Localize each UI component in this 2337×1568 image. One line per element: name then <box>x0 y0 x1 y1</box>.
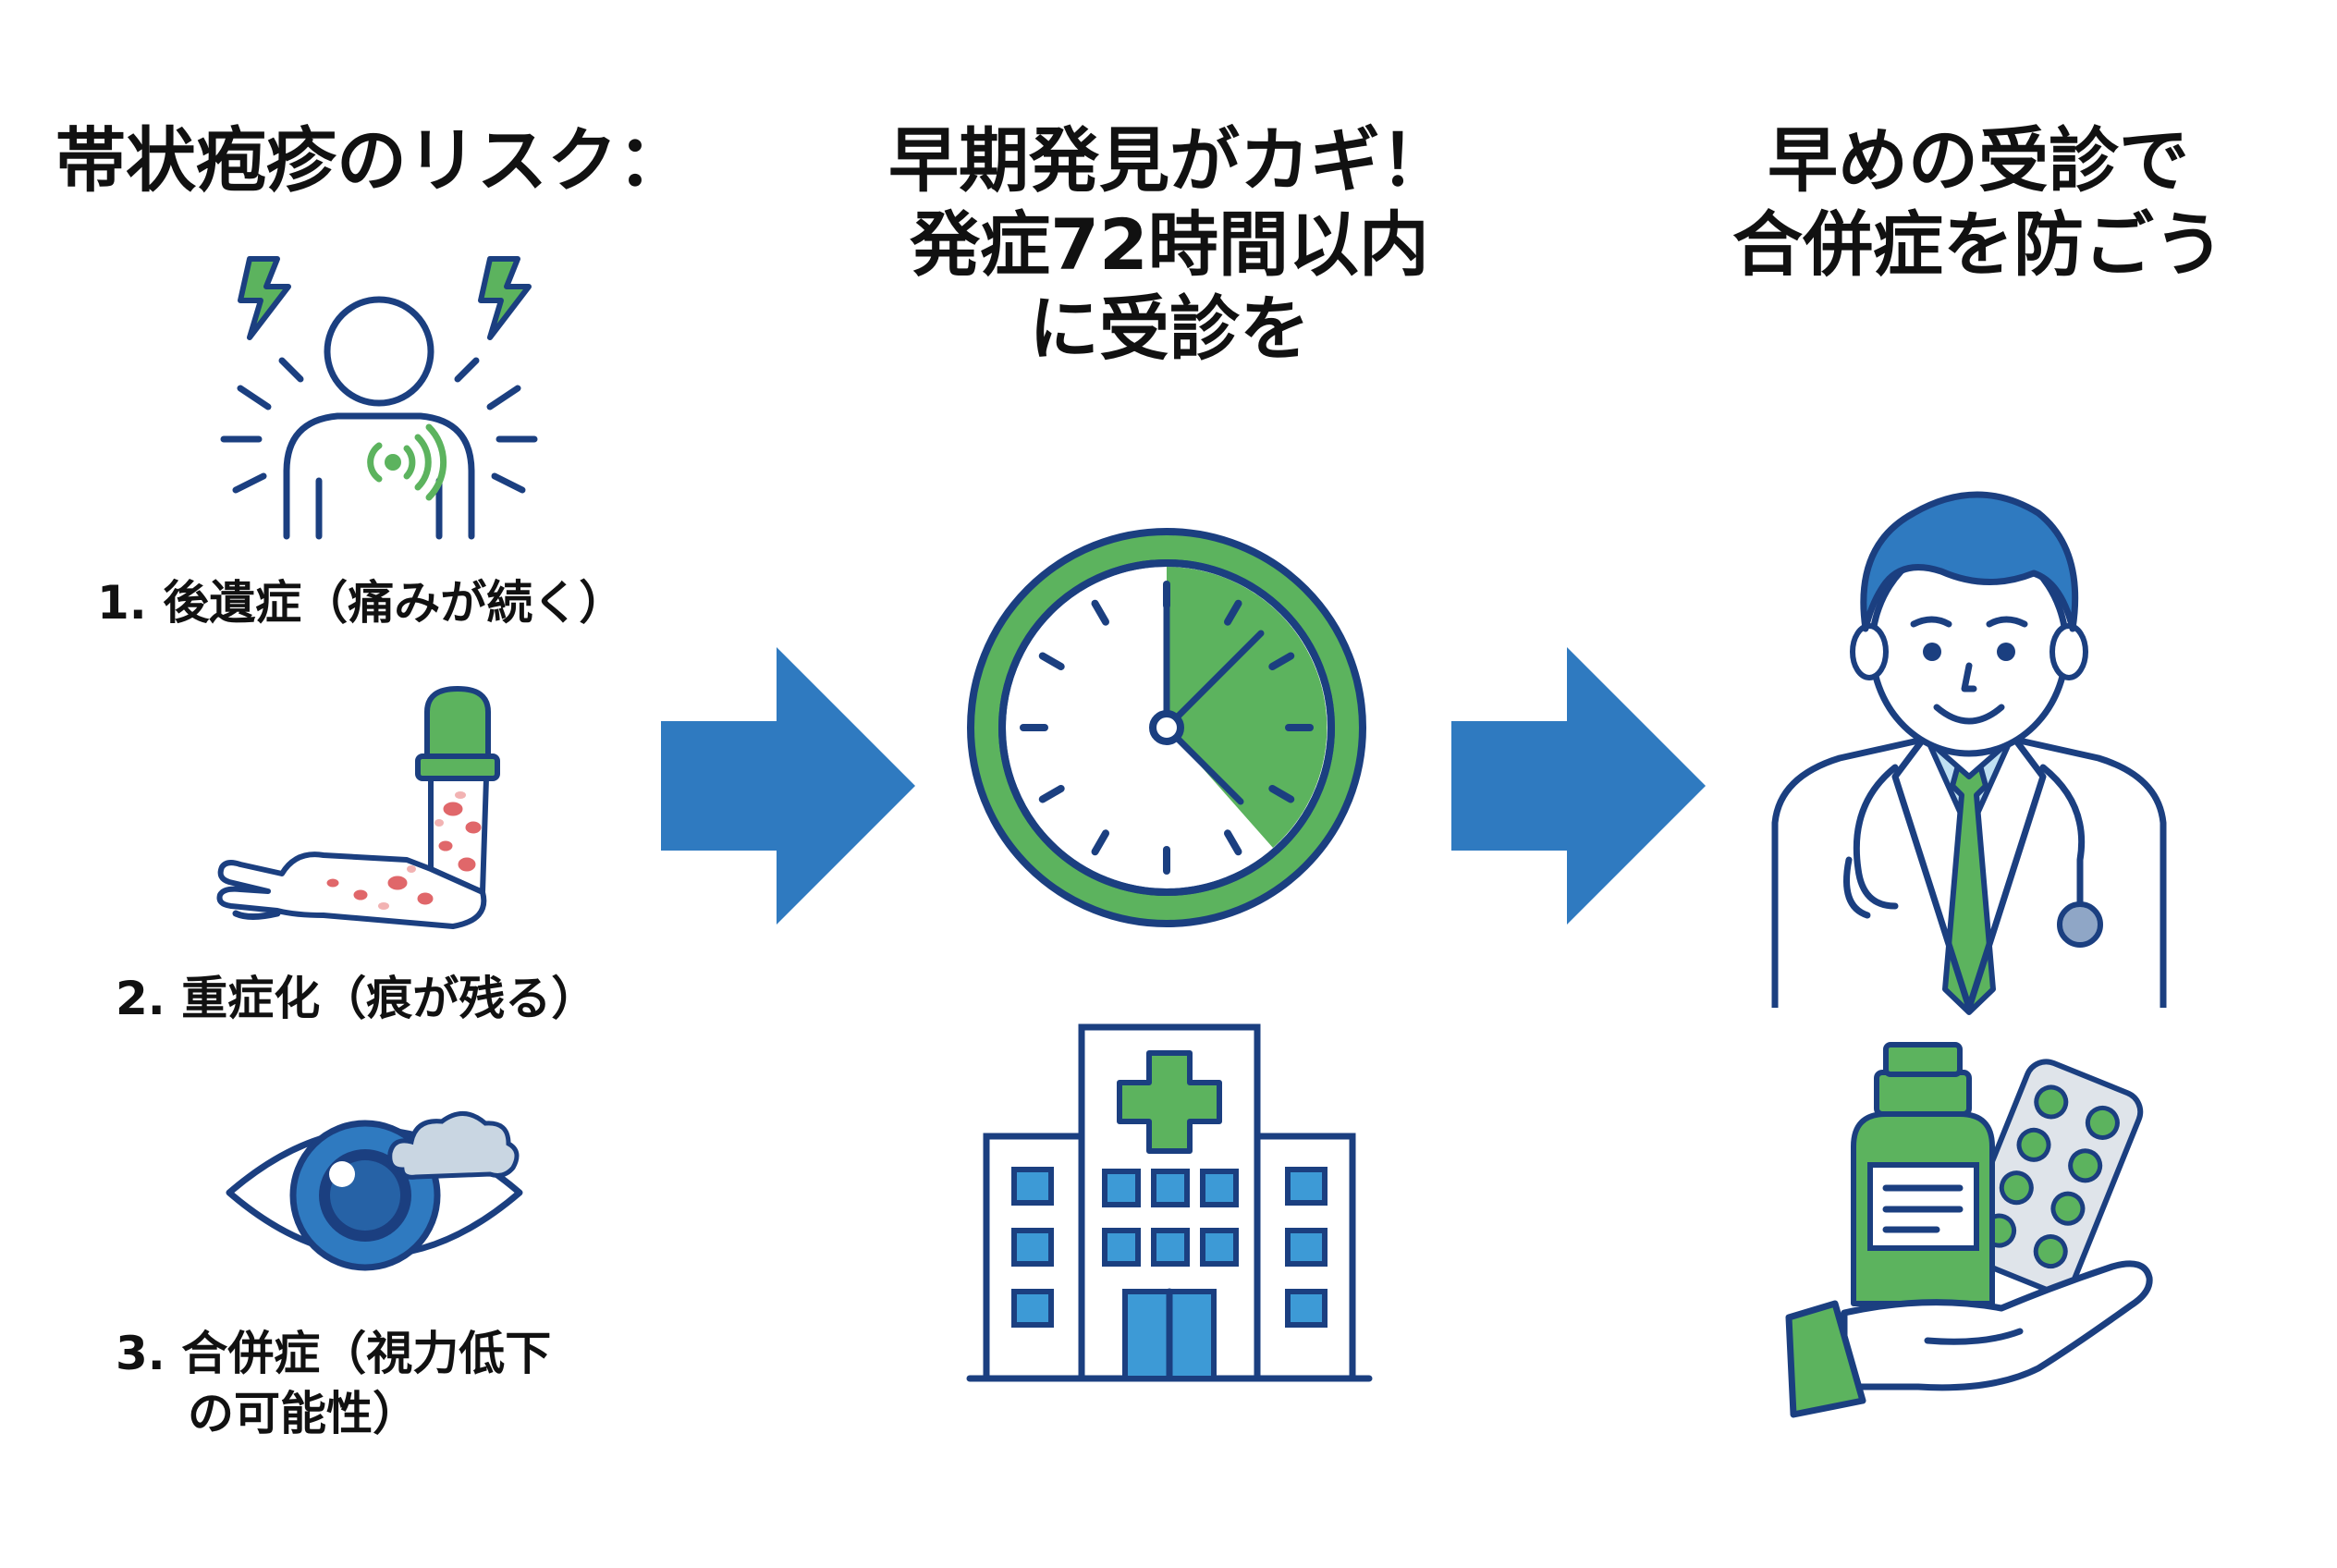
clock-icon <box>967 528 1366 927</box>
early-title-line-3: に受診を <box>1029 288 1310 371</box>
clock-tick <box>1268 652 1295 670</box>
clock-tick <box>1091 599 1109 626</box>
risk-1-label: 1. 後遺症（痛みが続く） <box>97 576 626 630</box>
risk-3-label-line-1: 3. 合併症（視力低下 <box>116 1327 552 1380</box>
clock-tick <box>1038 652 1065 670</box>
early-detection-title: 早期発見がカギ！ 発症72時間以内 に受診を <box>795 118 1544 372</box>
visit-title-line-1: 早めの受診で <box>1768 119 2189 202</box>
risk-title: 帯状疱疹のリスク： <box>55 119 688 202</box>
rash-arm-icon <box>216 685 500 929</box>
risk-3-label-line-2: の可能性） <box>188 1387 419 1440</box>
clock-tick <box>1224 829 1242 856</box>
clock-tick <box>1268 785 1295 803</box>
visit-title-line-2: 合併症を防ごう <box>1732 203 2224 287</box>
early-visit-title: 早めの受診で 合併症を防ごう <box>1627 118 2330 287</box>
arrow-right-icon <box>1451 647 1706 925</box>
eye-complication-icon <box>226 1111 523 1271</box>
arrow-right-icon <box>661 647 915 925</box>
clock-ticks <box>1020 581 1314 875</box>
nerve-pain-icon <box>220 256 538 540</box>
hospital-icon <box>966 1023 1373 1382</box>
clock-tick <box>1038 785 1065 803</box>
clock-tick <box>1224 599 1242 626</box>
clock-tick <box>1091 829 1109 856</box>
early-title-line-1: 早期発見がカギ！ <box>888 119 1450 202</box>
doctor-icon <box>1771 491 2167 1015</box>
early-title-line-2: 発症72時間以内 <box>910 203 1429 287</box>
risk-2-label: 2. 重症化（痕が残る） <box>116 972 598 1025</box>
medicine-hand-icon <box>1785 1042 2153 1418</box>
risk-3-label: 3. 合併症（視力低下 の可能性） <box>116 1324 551 1444</box>
